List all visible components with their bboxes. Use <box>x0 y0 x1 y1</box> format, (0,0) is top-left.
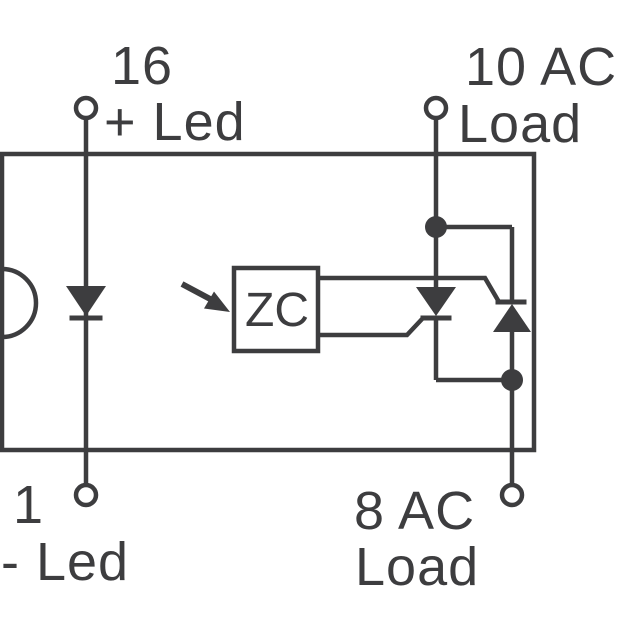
pin16-number-label: 16 <box>111 36 173 96</box>
pin8-name-label: Load <box>355 537 479 597</box>
pin10-name-label: Load <box>458 94 582 154</box>
pin1-name-label: - Led <box>1 532 129 592</box>
gate-wire-bottom <box>320 316 425 338</box>
trigger-arrow-head <box>204 291 230 312</box>
trigger-arrow-shaft <box>180 281 214 303</box>
trigger-arrow-icon <box>180 281 230 312</box>
pin1-notch-icon <box>1 266 39 340</box>
gate-wire-top <box>320 275 501 304</box>
pin10-number-label: 10 AC <box>465 37 617 97</box>
junction-dot-top <box>425 216 447 238</box>
pin1-terminal-circle <box>73 482 99 508</box>
thyristor-up-triangle-icon <box>493 304 531 332</box>
zero-crossing-box <box>231 265 321 354</box>
pin8-terminal-circle <box>499 482 525 508</box>
pin8-number-label: 8 AC <box>354 481 475 541</box>
zero-crossing-label: ZC <box>245 284 309 337</box>
pin16-name-label: + Led <box>104 92 246 152</box>
pin10-terminal-circle <box>423 95 449 121</box>
ic-body-outline <box>0 151 537 453</box>
led-diode-triangle-icon <box>66 286 106 316</box>
pin1-number-label: 1 <box>13 475 44 535</box>
pin16-terminal-circle <box>73 95 99 121</box>
thyristor-down-triangle-icon <box>416 287 456 316</box>
junction-dot-bottom <box>501 369 523 391</box>
